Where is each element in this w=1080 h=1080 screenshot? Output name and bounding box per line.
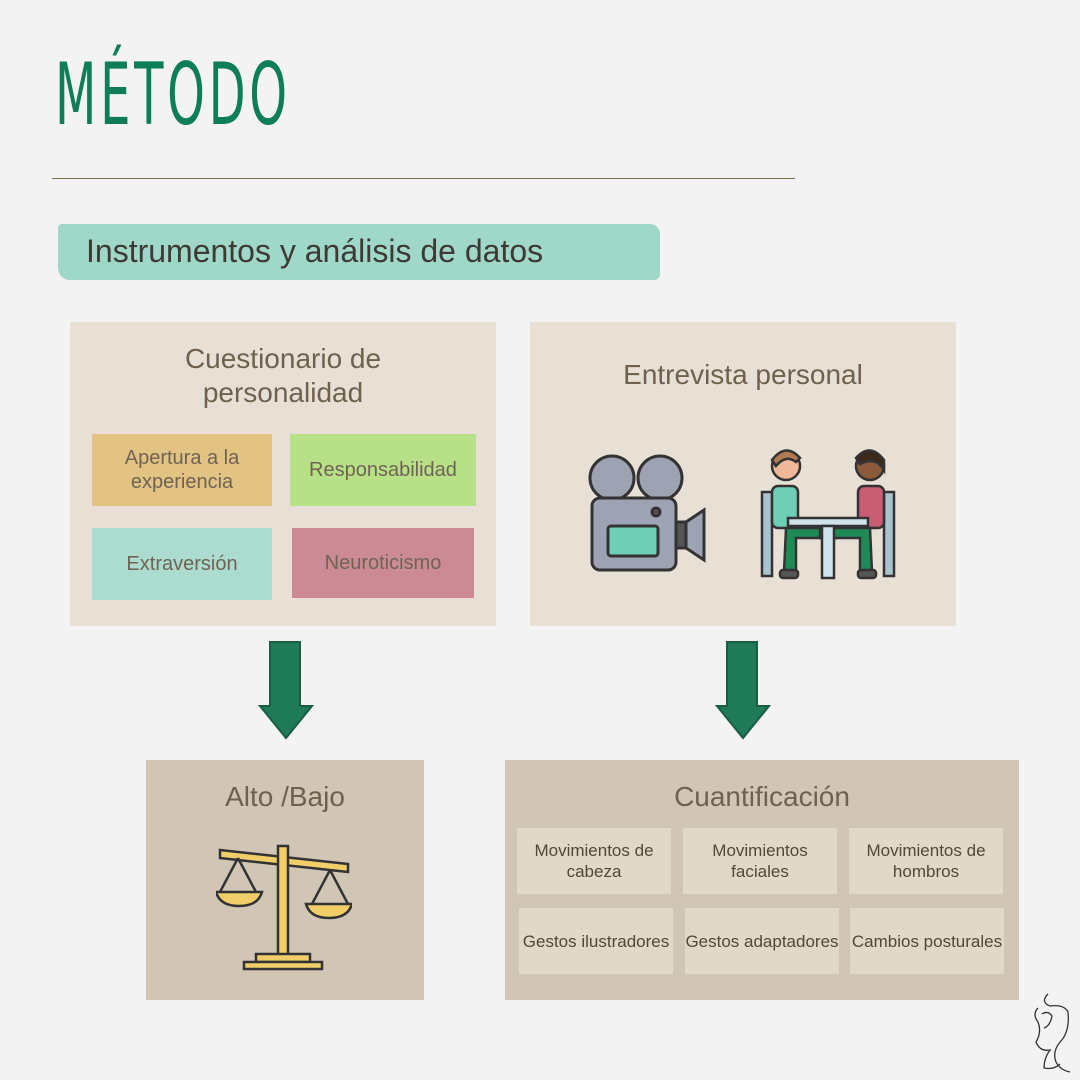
trait-chip: Neuroticismo xyxy=(292,528,474,598)
arrow-down-icon xyxy=(715,641,771,740)
quantification-title: Cuantificación xyxy=(674,781,850,812)
quantification-card: Cuantificación Movimientos de cabeza Mov… xyxy=(505,760,1019,1000)
page-title: MÉTODO xyxy=(55,45,291,145)
behavior-tile: Movimientos de cabeza xyxy=(517,828,671,894)
high-low-card: Alto /Bajo xyxy=(146,760,424,1000)
divider xyxy=(52,178,795,179)
balance-scale-icon xyxy=(216,844,352,971)
trait-chip: Extraversión xyxy=(92,528,272,600)
behavior-tile: Gestos ilustradores xyxy=(519,908,673,974)
interview-card: Entrevista personal xyxy=(530,322,956,626)
behavior-tile: Movimientos de hombros xyxy=(849,828,1003,894)
face-sketch-logo-icon xyxy=(1034,993,1071,1073)
trait-chip: Apertura a la experiencia xyxy=(92,434,272,506)
questionnaire-title: Cuestionario de personalidad xyxy=(184,343,382,408)
trait-chip: Responsabilidad xyxy=(290,434,476,506)
behavior-tile: Movimientos faciales xyxy=(683,828,837,894)
interview-people-icon xyxy=(760,449,896,580)
section-banner: Instrumentos y análisis de datos xyxy=(58,224,660,280)
arrow-down-icon xyxy=(258,641,314,740)
section-label: Instrumentos y análisis de datos xyxy=(86,233,544,269)
questionnaire-card: Cuestionario de personalidad Apertura a … xyxy=(70,322,496,626)
video-camera-icon xyxy=(588,454,706,572)
interview-title: Entrevista personal xyxy=(623,359,863,390)
behavior-tile: Cambios posturales xyxy=(850,908,1004,974)
behavior-tile: Gestos adaptadores xyxy=(685,908,839,974)
high-low-title: Alto /Bajo xyxy=(225,781,345,812)
